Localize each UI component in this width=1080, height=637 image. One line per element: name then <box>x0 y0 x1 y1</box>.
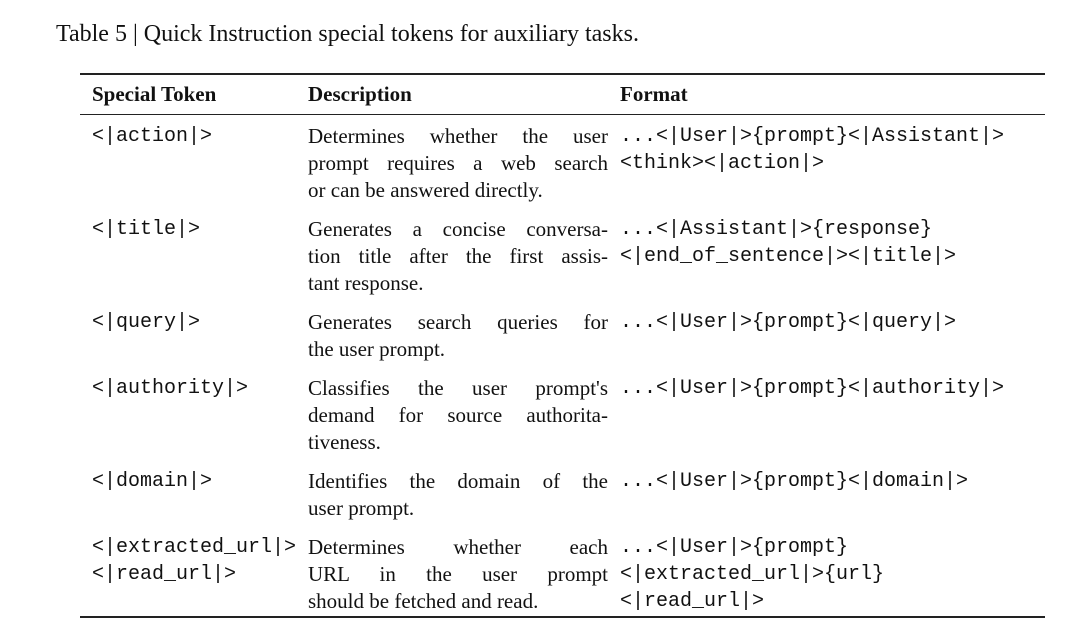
token-cell: <|extracted_url|> <|read_url|> <box>80 534 308 616</box>
description-line: prompt requires a web search <box>308 151 608 175</box>
token-line: <|domain|> <box>92 470 213 493</box>
format-line: ...<|User|>{prompt}<|query|> <box>620 311 957 334</box>
description-line: Generates search queries for <box>308 310 608 334</box>
token-line: <|query|> <box>92 311 201 334</box>
token-line: <|title|> <box>92 218 201 241</box>
table-caption: Table 5 | Quick Instruction special toke… <box>56 21 639 47</box>
table-row: <|query|> Generates search queries for t… <box>80 309 1045 375</box>
description-line: Determines whether each <box>308 535 608 559</box>
format-line: <|end_of_sentence|><|title|> <box>620 245 957 268</box>
description-line: Identifies the domain of the <box>308 469 608 493</box>
table-row: <|extracted_url|> <|read_url|> Determine… <box>80 534 1045 616</box>
description-line: the user prompt. <box>308 337 446 361</box>
description-line: demand for source authorita- <box>308 403 608 427</box>
header-special-token: Special Token <box>92 82 217 106</box>
description-line: user prompt. <box>308 496 415 520</box>
description-cell: Generates a concise conversa- tion title… <box>308 216 620 309</box>
format-line: ...<|User|>{prompt} <box>620 536 849 559</box>
description-cell: Classifies the user prompt's demand for … <box>308 375 620 468</box>
token-line: <|action|> <box>92 125 213 148</box>
token-cell: <|title|> <box>80 216 308 309</box>
description-line: tion title after the first assis- <box>308 244 608 268</box>
format-line: ...<|User|>{prompt}<|Assistant|> <box>620 125 1005 148</box>
format-line: ...<|User|>{prompt}<|authority|> <box>620 377 1005 400</box>
description-line: tant response. <box>308 271 424 295</box>
token-line: <|read_url|> <box>92 563 237 586</box>
table-row: <|action|> Determines whether the user p… <box>80 123 1045 216</box>
table-row: <|domain|> Identifies the domain of the … <box>80 468 1045 534</box>
header-format: Format <box>620 82 688 106</box>
description-line: Classifies the user prompt's <box>308 376 608 400</box>
description-line: tiveness. <box>308 430 381 454</box>
format-cell: ...<|User|>{prompt}<|authority|> <box>620 375 1045 468</box>
token-cell: <|authority|> <box>80 375 308 468</box>
token-line: <|authority|> <box>92 377 249 400</box>
format-line: <think><|action|> <box>620 152 825 175</box>
token-line: <|extracted_url|> <box>92 536 297 559</box>
format-line: <|read_url|> <box>620 590 765 613</box>
description-cell: Identifies the domain of the user prompt… <box>308 468 620 534</box>
description-line: Generates a concise conversa- <box>308 217 608 241</box>
token-cell: <|action|> <box>80 123 308 216</box>
description-line: should be fetched and read. <box>308 589 539 613</box>
description-cell: Determines whether the user prompt requi… <box>308 123 620 216</box>
description-line: Determines whether the user <box>308 124 608 148</box>
format-line: <|extracted_url|>{url} <box>620 563 885 586</box>
format-cell: ...<|User|>{prompt}<|query|> <box>620 309 1045 375</box>
format-line: ...<|User|>{prompt}<|domain|> <box>620 470 969 493</box>
format-cell: ...<|User|>{prompt}<|domain|> <box>620 468 1045 534</box>
table-row: <|authority|> Classifies the user prompt… <box>80 375 1045 468</box>
table-body: <|action|> Determines whether the user p… <box>80 115 1045 616</box>
description-line: URL in the user prompt <box>308 562 608 586</box>
token-cell: <|query|> <box>80 309 308 375</box>
table-header-row: Special Token Description Format <box>80 75 1045 115</box>
description-cell: Generates search queries for the user pr… <box>308 309 620 375</box>
tokens-table: Special Token Description Format <|actio… <box>80 73 1045 618</box>
header-description: Description <box>308 82 412 106</box>
format-cell: ...<|User|>{prompt} <|extracted_url|>{ur… <box>620 534 1045 616</box>
token-cell: <|domain|> <box>80 468 308 534</box>
format-line: ...<|Assistant|>{response} <box>620 218 933 241</box>
format-cell: ...<|User|>{prompt}<|Assistant|> <think>… <box>620 123 1045 216</box>
format-cell: ...<|Assistant|>{response} <|end_of_sent… <box>620 216 1045 309</box>
description-line: or can be answered directly. <box>308 178 543 202</box>
description-cell: Determines whether each URL in the user … <box>308 534 620 616</box>
table-row: <|title|> Generates a concise conversa- … <box>80 216 1045 309</box>
